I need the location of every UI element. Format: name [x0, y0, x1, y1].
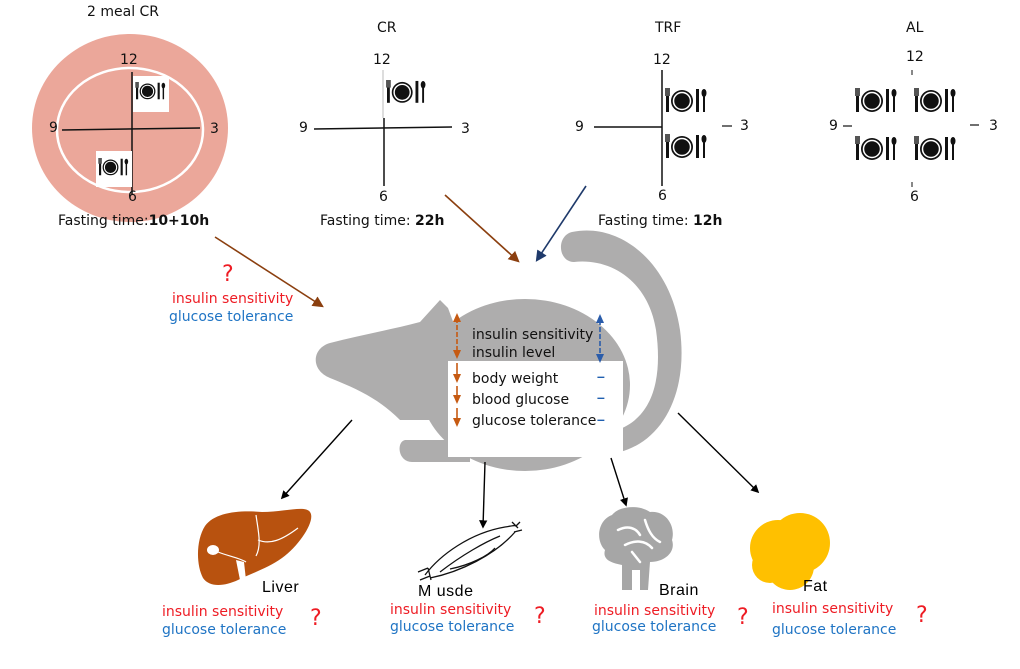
- clock-hour-9: 9: [299, 120, 308, 136]
- arrow-to-brain: [610, 457, 628, 507]
- fasting-time-trf: Fasting time: 12h: [598, 213, 722, 229]
- meal-icon: [854, 135, 898, 161]
- meal-icon: [913, 135, 957, 161]
- insulin-sensitivity-label: insulin sensitivity: [772, 601, 894, 617]
- glucose-tolerance-label: glucose tolerance: [772, 622, 897, 638]
- glucose-tolerance-label: glucose tolerance: [169, 309, 294, 325]
- clock-hour-12: 12: [653, 52, 671, 68]
- trf-effect-arrow: [596, 314, 604, 363]
- effect-row-body-weight: body weight: [472, 371, 559, 387]
- question-mark: ?: [310, 606, 322, 631]
- effect-row-insulin-level: insulin level: [472, 345, 556, 360]
- insulin-sensitivity-label: insulin sensitivity: [172, 291, 294, 307]
- meal-icon: [854, 87, 898, 113]
- liver-icon: [197, 508, 312, 585]
- question-mark: ?: [222, 262, 234, 287]
- arrow-to-liver: [280, 419, 353, 500]
- organ-label-brain: Brain: [659, 582, 699, 599]
- fasting-value: 12h: [693, 213, 723, 229]
- organ-label-liver: Liver: [262, 579, 300, 596]
- fasting-value: 22h: [415, 213, 445, 229]
- clock-title: TRF: [655, 20, 682, 36]
- cr-effect-arrows: [453, 313, 461, 427]
- cr-clock: [313, 70, 453, 186]
- no-change-marker: –: [597, 368, 605, 384]
- clock-hour-12: 12: [906, 49, 924, 65]
- clock-hour-9: 9: [829, 118, 838, 134]
- question-mark: ?: [916, 603, 928, 628]
- clock-hour-12: 12: [373, 52, 391, 68]
- effects-panel: [448, 361, 623, 457]
- meal-icon: [664, 87, 708, 113]
- insulin-sensitivity-label: insulin sensitivity: [162, 604, 284, 620]
- mouse-tail: [560, 230, 682, 452]
- muscle-icon: [417, 521, 523, 581]
- no-change-marker: –: [597, 389, 605, 405]
- clock-hour-6: 6: [128, 189, 137, 205]
- fasting-time-2meal: Fasting time:10+10h: [58, 213, 209, 229]
- clock-hour-12: 12: [120, 52, 138, 68]
- plate-inner-ring: [55, 66, 205, 194]
- clock-hour-9: 9: [49, 120, 58, 136]
- insulin-sensitivity-label: insulin sensitivity: [594, 603, 716, 619]
- two-meal-cr-clock: [32, 34, 228, 222]
- arrow-to-muscle: [479, 461, 488, 529]
- clock-title: CR: [377, 20, 397, 36]
- clock-hour-9: 9: [575, 119, 584, 135]
- fasting-value: 10+10h: [148, 213, 210, 229]
- clock-hour-3: 3: [461, 121, 470, 137]
- meal-icon: [385, 79, 427, 104]
- clock-hour-3: 3: [989, 118, 998, 134]
- glucose-tolerance-label: glucose tolerance: [592, 619, 717, 635]
- clock-title: 2 meal CR: [87, 4, 160, 20]
- al-clock: [843, 70, 979, 187]
- meal-icon: [664, 133, 708, 159]
- fasting-label: Fasting time:: [58, 213, 149, 229]
- no-change-marker: –: [597, 411, 605, 427]
- effect-row-insulin-sensitivity: insulin sensitivity: [472, 327, 594, 343]
- clock-hour-3: 3: [740, 118, 749, 134]
- clock-hour-6: 6: [658, 188, 667, 204]
- effect-row-blood-glucose: blood glucose: [472, 392, 570, 408]
- fat-icon: [750, 513, 830, 590]
- fasting-label: Fasting time:: [320, 213, 416, 229]
- glucose-tolerance-label: glucose tolerance: [390, 619, 515, 635]
- arrow-cr-to-mouse: [444, 194, 520, 263]
- insulin-sensitivity-label: insulin sensitivity: [390, 602, 512, 618]
- clock-hour-6: 6: [910, 189, 919, 205]
- effect-row-glucose-tolerance: glucose tolerance: [472, 413, 597, 429]
- organ-label-fat: Fat: [803, 578, 828, 595]
- trf-clock: [594, 70, 732, 186]
- mouse-head: [315, 300, 470, 420]
- arrow-2meal-to-mouse: [214, 236, 324, 308]
- fasting-time-cr: Fasting time: 22h: [320, 213, 444, 229]
- clock-title: AL: [906, 20, 924, 36]
- glucose-tolerance-label: glucose tolerance: [162, 622, 287, 638]
- brain-icon: [599, 507, 673, 590]
- clock-hour-6: 6: [379, 189, 388, 205]
- clock-hour-3: 3: [210, 121, 219, 137]
- organ-label-muscle: M usde: [418, 583, 474, 600]
- fasting-label: Fasting time:: [598, 213, 694, 229]
- question-mark: ?: [534, 604, 546, 629]
- arrow-to-fat: [677, 412, 760, 494]
- arrow-trf-to-mouse: [535, 185, 587, 262]
- question-mark: ?: [737, 605, 749, 630]
- meal-icon: [913, 87, 957, 113]
